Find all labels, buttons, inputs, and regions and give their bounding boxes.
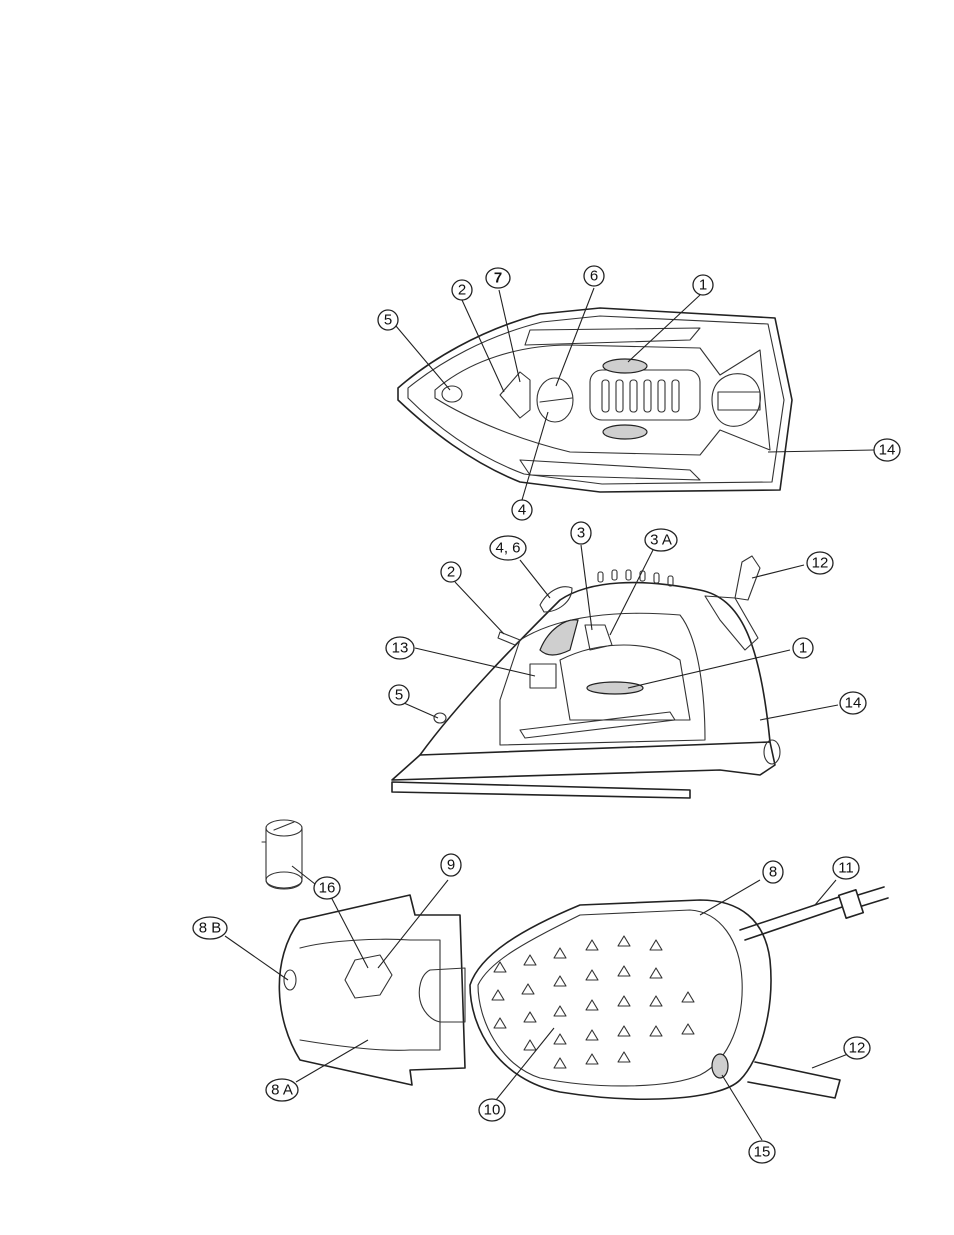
steam-hose — [748, 1062, 840, 1098]
callout-number: 4, 6 — [495, 540, 520, 557]
callout-3a-side: 3 A — [645, 529, 677, 551]
callout-number: 8 — [769, 864, 777, 881]
callout-1-top: 1 — [693, 275, 713, 295]
heel-hole — [284, 970, 296, 990]
callout-number: 6 — [590, 268, 598, 285]
iron-base-view — [262, 820, 888, 1099]
callout-16-base: 16 — [314, 877, 340, 899]
heel-rest — [279, 895, 465, 1085]
callout-number: 4 — [518, 502, 526, 519]
callout-number: 12 — [812, 555, 829, 572]
callout-10-base: 10 — [479, 1099, 505, 1121]
measuring-cup — [262, 820, 302, 889]
temperature-dial-side — [587, 682, 643, 694]
callout-number: 13 — [392, 640, 409, 657]
callout-11-base: 11 — [833, 857, 859, 879]
callout-number: 10 — [484, 1102, 501, 1119]
callout-7-top: 7 — [486, 268, 510, 288]
callout-number: 9 — [447, 857, 455, 874]
callout-number: 8 A — [271, 1082, 293, 1099]
callout-4-6-side: 4, 6 — [490, 536, 526, 560]
callout-number: 14 — [845, 695, 862, 712]
callout-6-top: 6 — [584, 266, 604, 286]
handle-slots — [602, 380, 679, 412]
callout-number: 8 B — [199, 920, 222, 937]
callout-14-side: 14 — [840, 692, 866, 714]
callout-number: 5 — [395, 687, 403, 704]
callout-number: 7 — [494, 270, 502, 287]
callout-number: 12 — [849, 1040, 866, 1057]
callout-8a-base: 8 A — [266, 1079, 298, 1101]
callout-5-top: 5 — [378, 310, 398, 330]
cap-piece — [345, 955, 392, 998]
callout-number: 2 — [447, 564, 455, 581]
callout-8b-base: 8 B — [193, 917, 227, 939]
temperature-dial-top — [603, 359, 647, 373]
callouts: 5 2 7 6 1 4 14 4, 6 3 3 A 12 2 13 1 5 14… — [193, 266, 900, 1163]
callout-14-top: 14 — [874, 439, 900, 461]
callout-2-side: 2 — [441, 562, 461, 582]
callout-number: 3 — [577, 525, 585, 542]
callout-number: 15 — [754, 1144, 771, 1161]
callout-3-side: 3 — [571, 522, 591, 544]
power-cord — [740, 895, 848, 940]
callout-number: 14 — [879, 442, 896, 459]
callout-8-base: 8 — [763, 861, 783, 883]
callout-number: 1 — [799, 640, 807, 657]
callout-15-base: 15 — [749, 1141, 775, 1163]
soleplate-indicator — [712, 1054, 728, 1078]
iron-side-view — [392, 556, 780, 798]
leader-lines — [225, 288, 874, 1140]
steam-vents — [492, 936, 694, 1068]
spray-nozzle-top — [442, 386, 462, 402]
cord-guard-side — [735, 556, 760, 600]
callout-5-side: 5 — [389, 685, 409, 705]
callout-1-side: 1 — [793, 638, 813, 658]
callout-2-top: 2 — [452, 280, 472, 300]
callout-number: 1 — [699, 277, 707, 294]
callout-number: 5 — [384, 312, 392, 329]
callout-12-side: 12 — [807, 552, 833, 574]
callout-number: 11 — [838, 860, 854, 877]
iron-top-view — [398, 308, 792, 492]
callout-number: 2 — [458, 282, 466, 299]
spray-nozzle-side — [434, 713, 446, 723]
callout-9-base: 9 — [441, 854, 461, 876]
callout-number: 3 A — [650, 532, 672, 549]
callout-13-side: 13 — [386, 637, 414, 659]
callout-4-top: 4 — [512, 500, 532, 520]
callout-12-base: 12 — [844, 1037, 870, 1059]
callout-number: 16 — [319, 880, 336, 897]
